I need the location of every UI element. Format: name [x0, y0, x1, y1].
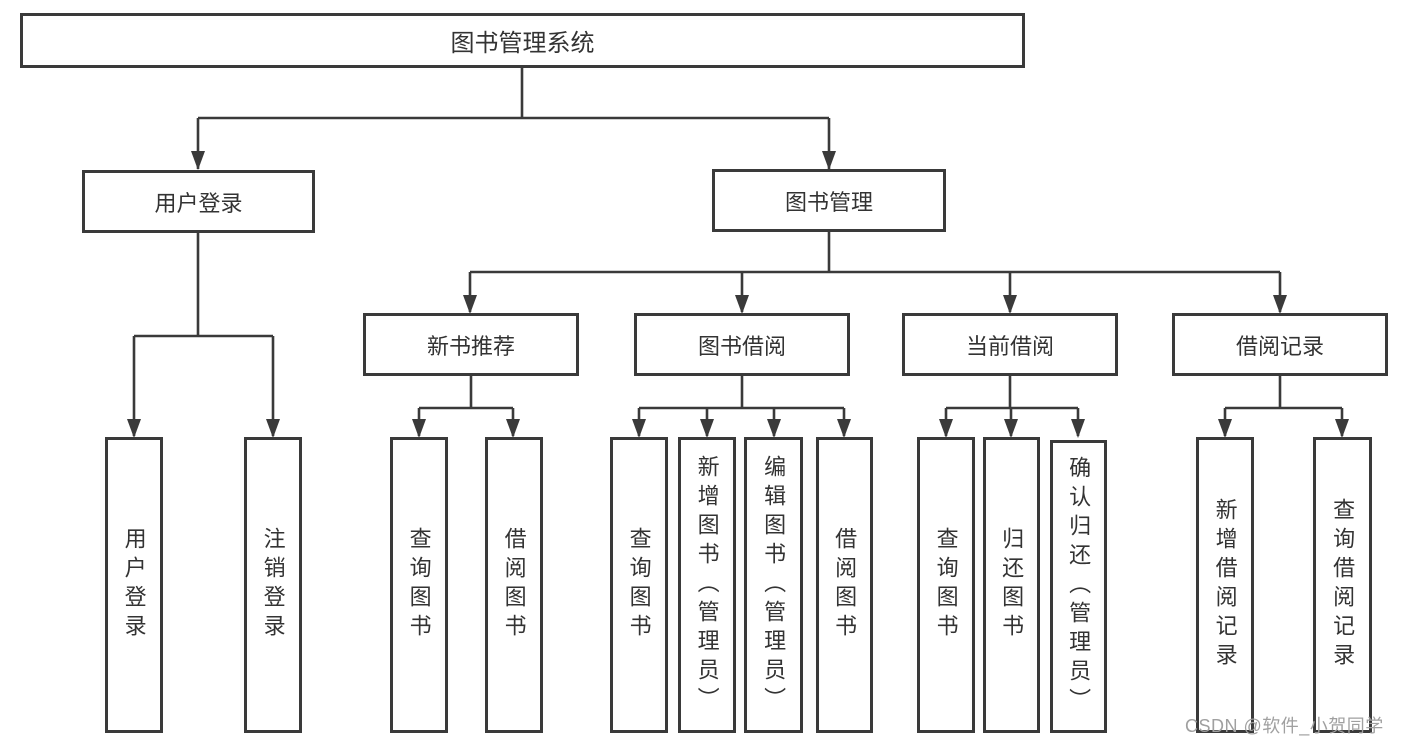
node-logout: 注销登录	[244, 437, 302, 733]
node-label: 确认归还（管理员）	[1066, 456, 1092, 717]
node-label: 用户登录	[154, 190, 243, 216]
node-label: 查询借阅记录	[1330, 498, 1356, 672]
connector-book-borrow	[637, 376, 846, 436]
arrowhead	[735, 295, 749, 314]
arrowhead	[632, 419, 646, 438]
arrowhead	[1071, 419, 1085, 438]
node-query-books-borrow: 查询图书	[610, 437, 668, 733]
node-borrow-records: 借阅记录	[1172, 313, 1388, 376]
node-label: 查询图书	[406, 527, 432, 643]
node-book-management: 图书管理	[712, 169, 946, 232]
node-add-book-admin: 新增图书（管理员）	[678, 437, 736, 733]
node-label: 查询图书	[626, 527, 652, 643]
node-label: 当前借阅	[965, 333, 1054, 359]
node-borrow-books-recommend: 借阅图书	[485, 437, 543, 733]
node-label: 用户登录	[121, 527, 147, 643]
node-new-book-recommend: 新书推荐	[363, 313, 579, 376]
node-return-book: 归还图书	[983, 437, 1040, 733]
watermark: CSDN @软件_小贺同学	[1185, 716, 1384, 736]
arrowhead	[1004, 419, 1018, 438]
node-confirm-return-admin: 确认归还（管理员）	[1050, 440, 1107, 733]
node-label: 图书管理	[784, 189, 873, 215]
node-label: 图书管理系统	[450, 30, 595, 57]
arrowhead	[1335, 419, 1349, 438]
node-add-borrow-record: 新增借阅记录	[1196, 437, 1254, 733]
arrowhead	[822, 151, 836, 170]
connector-user-login	[132, 233, 275, 436]
node-user-login: 用户登录	[82, 170, 315, 233]
connector-new-book-recommend	[417, 376, 515, 436]
node-label: 归还图书	[999, 527, 1025, 643]
node-label: 新增借阅记录	[1212, 498, 1238, 672]
arrowhead	[463, 295, 477, 314]
arrowhead	[127, 419, 141, 438]
arrowhead	[939, 419, 953, 438]
node-label: 编辑图书（管理员）	[761, 454, 787, 716]
arrowhead	[1273, 295, 1287, 314]
node-label: 借阅图书	[501, 527, 527, 643]
node-label: 借阅图书	[832, 527, 858, 643]
connector-book-management	[468, 232, 1282, 312]
connector-borrow-records	[1223, 376, 1344, 436]
node-query-books-recommend: 查询图书	[390, 437, 448, 733]
arrowhead	[506, 419, 520, 438]
arrowhead	[1218, 419, 1232, 438]
arrowhead	[412, 419, 426, 438]
arrowhead	[767, 419, 781, 438]
arrowhead	[266, 419, 280, 438]
node-edit-book-admin: 编辑图书（管理员）	[744, 437, 803, 733]
arrowhead	[837, 419, 851, 438]
node-library-management-system: 图书管理系统	[20, 13, 1025, 68]
node-label: 借阅记录	[1235, 333, 1324, 359]
node-label: 注销登录	[260, 527, 286, 643]
arrowhead	[700, 419, 714, 438]
node-query-borrow-record: 查询借阅记录	[1313, 437, 1372, 733]
arrowhead	[191, 151, 205, 170]
node-borrow-books-leaf: 借阅图书	[816, 437, 873, 733]
node-label: 新书推荐	[426, 333, 515, 359]
arrowhead	[1003, 295, 1017, 314]
node-label: 新增图书（管理员）	[694, 454, 720, 716]
connector-root	[196, 68, 831, 169]
node-query-books-current: 查询图书	[917, 437, 975, 733]
node-book-borrow: 图书借阅	[634, 313, 850, 376]
node-user-login-leaf: 用户登录	[105, 437, 163, 733]
node-label: 图书借阅	[697, 333, 786, 359]
node-label: 查询图书	[933, 527, 959, 643]
node-current-borrow: 当前借阅	[902, 313, 1118, 376]
